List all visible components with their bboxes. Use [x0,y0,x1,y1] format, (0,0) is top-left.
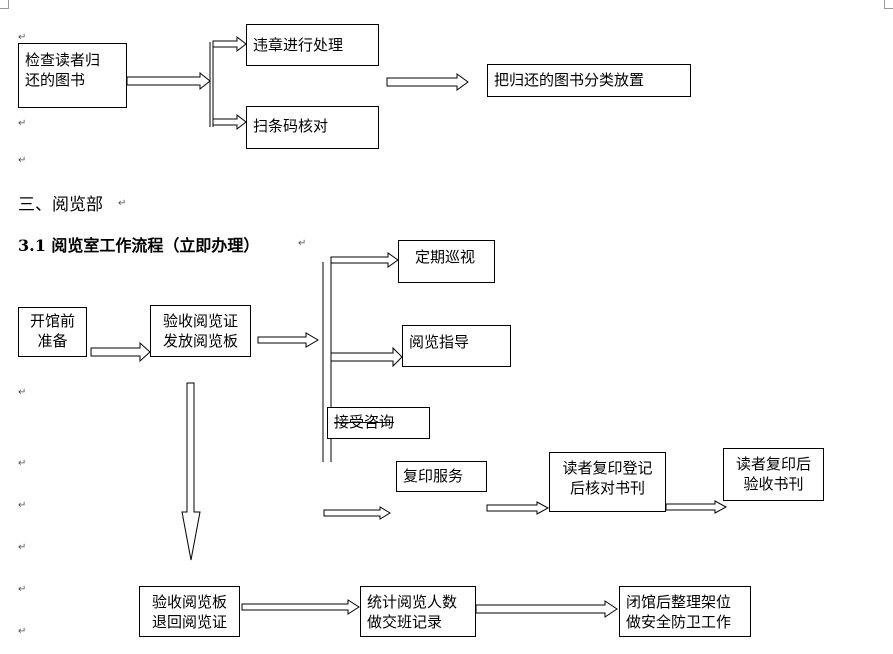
arrow-stats-close [475,600,618,618]
page-corner-mark-left [0,0,9,9]
box-copy-check: 读者复印后 验收书刊 [723,448,824,501]
section-title: 三、阅览部 [18,195,103,215]
arrow-down-to-return [181,382,201,561]
paragraph-mark: ↵ [118,198,127,209]
paragraph-mark: ↵ [18,584,27,595]
subsection-title: 3.1 阅览室工作流程（立即办理） [18,236,260,255]
arrow-register-check [665,500,728,514]
box-regular-patrol: 定期巡视 [398,240,495,283]
arrow-return-stats [241,599,360,615]
arrow-to-copy [323,506,391,520]
arrow-to-scan [212,113,247,131]
paragraph-mark: ↵ [298,238,307,249]
box-shelve-books: 把归还的图书分类放置 [487,64,691,97]
box-statistics: 统计阅览人数 做交班记录 [360,586,476,637]
arrow-to-patrol [330,252,399,268]
box-check-returned-books: 检查读者归 还的图书 [18,43,127,108]
box-copy-service: 复印服务 [396,461,487,492]
box-copy-register: 读者复印登记 后核对书刊 [549,452,666,512]
arrow-to-guide [330,346,403,368]
paragraph-mark: ↵ [18,118,27,129]
box-scan-barcode: 扫条码核对 [246,106,379,149]
box-closing-work: 闭馆后整理架位 做安全防卫工作 [619,586,751,637]
paragraph-mark: ↵ [18,387,27,398]
box-violation-handling: 违章进行处理 [246,24,379,66]
paragraph-mark: ↵ [18,542,27,553]
arrow-check-to-branch2 [257,332,319,348]
box-return-board: 验收阅览板 退回阅览证 [139,586,240,637]
paragraph-mark: ↵ [18,626,27,637]
box-check-reading-card: 验收阅览证 发放阅览板 [150,305,251,357]
paragraph-mark: ↵ [18,458,27,469]
arrow-to-violation [212,35,247,53]
box-reading-guidance: 阅览指导 [402,325,511,367]
paragraph-mark: ↵ [18,32,27,43]
box-before-opening: 开馆前 准备 [18,307,87,357]
paragraph-mark: ↵ [18,500,27,511]
page-corner-mark-right [884,0,893,9]
paragraph-mark: ↵ [18,155,27,166]
box-accept-consultation: 接受咨询 [327,407,430,439]
arrow-copy-register [486,501,550,515]
arrow-to-shelve [386,73,469,91]
arrow-check-to-branch [126,71,211,91]
arrow-before-to-check [90,341,151,363]
